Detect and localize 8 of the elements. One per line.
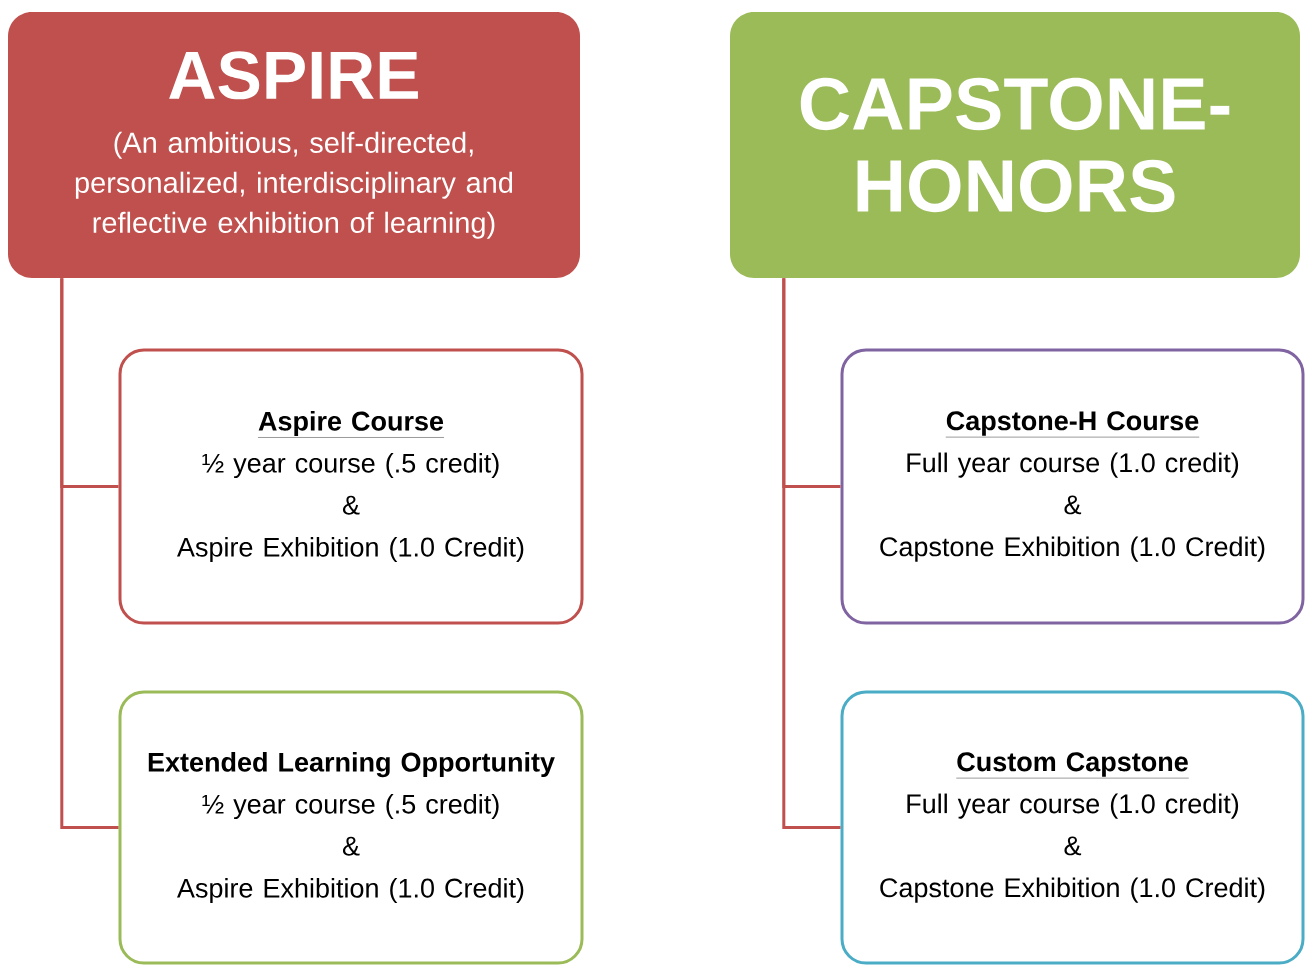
title-box: CAPSTONE-HONORS (730, 12, 1300, 278)
option-box: Extended Learning Opportunity ½ year course (.5 credit) & Aspire Exhibition (1.0 Credit) (118, 690, 584, 965)
connector-line (60, 278, 119, 829)
title-box: ASPIRE (An ambitious, self-directed, personalized, interdisciplinary and reflective exhibition of learning) (8, 12, 580, 278)
option-box: Aspire Course ½ year course (.5 credit) & Aspire Exhibition (1.0 Credit) (118, 348, 584, 625)
option-box: Custom Capstone Full year course (1.0 credit) & Capstone Exhibition (1.0 Credit) (840, 690, 1305, 965)
connector-line (782, 278, 841, 829)
option-box: Capstone-H Course Full year course (1.0 credit) & Capstone Exhibition (1.0 Credit) (840, 348, 1305, 625)
